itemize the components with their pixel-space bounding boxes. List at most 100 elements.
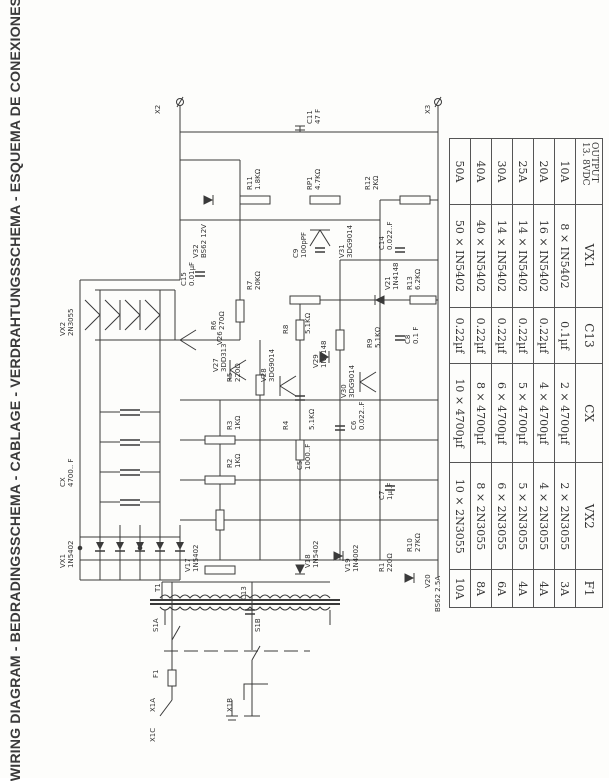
label-v29-value: 1N4148 (320, 340, 328, 368)
cell-vx2: 5 × 2N3055 (512, 462, 534, 570)
header-c13: C13 (575, 307, 603, 364)
control-circuit (180, 159, 438, 561)
label-c11-value: 47 F (314, 109, 322, 124)
cell-output: 25A (512, 138, 534, 205)
switch-s1a-symbol (171, 625, 181, 641)
cell-c13: 0.22µf (533, 307, 555, 364)
label-cx-value: 4700.. F (67, 458, 75, 487)
cell-f1: 10A (449, 569, 471, 608)
label-v17: V17 (184, 558, 192, 572)
resistors (204, 195, 437, 575)
label-c7-value: 1µ..F (386, 483, 394, 500)
label-r6-value: 270Ω (218, 311, 226, 330)
cell-vx1: 16 × IN5402 (533, 204, 555, 308)
cell-output: 50A (449, 138, 471, 205)
cell-f1: 8A (470, 569, 492, 608)
resistor-r13 (409, 295, 437, 305)
label-c15: C15 (180, 272, 188, 286)
output-rail (180, 96, 442, 578)
cell-vx2: 4 × 2N3055 (533, 462, 555, 570)
table-row: 50A 50 × IN5402 0.22µf 10 × 4700µf 10 × … (449, 138, 471, 608)
label-v32-value: BS62 12V (200, 224, 208, 258)
label-f1: F1 (152, 670, 160, 678)
label-r13-value: 6.2KΩ (414, 269, 422, 290)
label-x3: X3 (424, 105, 432, 114)
label-s1a: S1A (152, 618, 160, 632)
label-r12-value: 2KΩ (372, 176, 380, 190)
resistor-r10 (215, 509, 225, 531)
label-x1a: X1A (149, 698, 157, 712)
component-labels: X1A X1B X1C X2 X3 F1 S1A S1B T1 VX1 1N54… (59, 105, 442, 742)
label-c15-value: 0.01µF (188, 262, 196, 286)
table-row: 30A 14 × IN5402 0.22µf 6 × 4700µf 6 × 2N… (491, 138, 513, 608)
label-c11: C11 (306, 110, 314, 124)
label-cx: CX (59, 477, 67, 487)
label-c6: C6 (350, 420, 358, 430)
label-r8-value: 5.1KΩ (304, 313, 312, 334)
header-cx: CX (575, 363, 603, 463)
label-v19: V19 (344, 558, 352, 572)
cell-output: 40A (470, 138, 492, 205)
resistor-r12 (399, 195, 431, 205)
table-row: 20A 16 × IN5402 0.22µf 4 × 4700µf 4 × 2N… (533, 138, 555, 608)
resistor-r8 (295, 319, 305, 341)
label-c14-value: 0.022..F (386, 221, 394, 250)
label-r11-value: 1.8KΩ (254, 169, 262, 190)
label-r7: R7 (246, 281, 254, 290)
label-v30: V30 (340, 384, 348, 398)
cell-c13: 0.22µf (470, 307, 492, 364)
label-r6: R6 (210, 320, 218, 330)
header-vx1: VX1 (575, 204, 603, 308)
label-rp1-value: 4.7KΩ (314, 169, 322, 190)
cell-vx1: 14 × IN5402 (491, 204, 513, 308)
cell-vx1: 50 × IN5402 (449, 204, 471, 308)
cell-f1: 4A (512, 569, 534, 608)
label-v28: V28 (260, 368, 268, 382)
table-row: 25A 14 × IN5402 0.22µf 5 × 4700µf 5 × 2N… (512, 138, 534, 608)
label-c14: C14 (378, 236, 386, 250)
label-c5: C5 (296, 461, 304, 470)
label-r5: R5 (226, 373, 234, 382)
label-v26: V26 (216, 331, 224, 345)
label-r1: R1 (378, 563, 386, 572)
resistor-r3 (204, 435, 236, 445)
label-r4: R4 (282, 420, 290, 430)
pass-transistors-vx2 (84, 289, 240, 341)
label-r11: R11 (246, 176, 254, 190)
cell-cx: 5 × 4700µf (512, 363, 534, 463)
cell-f1: 3A (554, 569, 576, 608)
cell-cx: 6 × 4700µf (491, 363, 513, 463)
cell-vx2: 8 × 2N3055 (470, 462, 492, 570)
cell-output: 20A (533, 138, 555, 205)
resistor-r2 (204, 475, 236, 485)
label-v18: V18 (304, 554, 312, 568)
label-r12: R12 (364, 176, 372, 190)
resistor-r5 (255, 374, 265, 396)
cell-vx2: 2 × 2N3055 (554, 462, 576, 570)
resistor-rp1 (309, 195, 341, 205)
label-v20: V20 (424, 574, 432, 588)
label-vx2: VX2 (59, 322, 67, 336)
cell-cx: 10 × 4700µf (449, 363, 471, 463)
label-bs62: BS62 2.5A (434, 576, 442, 612)
label-r13: R13 (406, 276, 414, 290)
cell-vx2: 6 × 2N3055 (491, 462, 513, 570)
resistor-r1 (204, 565, 236, 575)
label-v27: V27 (212, 358, 220, 372)
control-transistors (179, 229, 377, 397)
label-c9-value: 100pPF (300, 232, 308, 258)
label-s1b: S1B (254, 618, 262, 632)
cell-c13: 0.1µf (554, 307, 576, 364)
label-v28-value: 3DG9014 (268, 348, 276, 382)
label-r4-value: 5.1KΩ (308, 409, 316, 430)
label-r9: R9 (366, 339, 374, 348)
cell-f1: 4A (533, 569, 555, 608)
label-x2: X2 (154, 105, 162, 114)
resistor-r9 (335, 329, 345, 351)
resistor-r6 (235, 299, 245, 323)
mains-input (159, 582, 310, 721)
header-f1: F1 (575, 569, 603, 608)
